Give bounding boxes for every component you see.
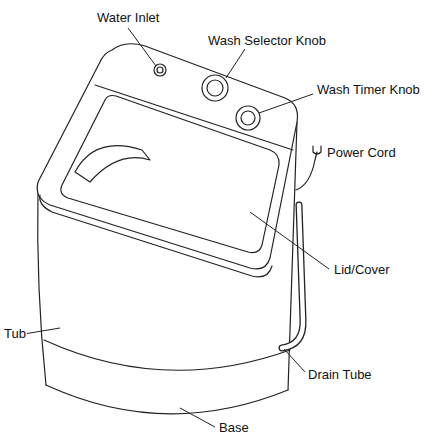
top-rim	[40, 195, 272, 277]
water-inlet-inner	[157, 67, 163, 73]
leader-line	[226, 49, 245, 78]
part-label: Lid/Cover	[333, 262, 391, 277]
timer-knob	[236, 106, 260, 130]
leader-line	[128, 28, 156, 66]
power-cord	[296, 152, 317, 190]
drain-tube-fill	[282, 205, 303, 348]
leader-line	[180, 408, 215, 427]
drain-tube-outline	[282, 205, 303, 348]
tub-left-edge	[38, 188, 46, 385]
base-bottom-edge	[46, 385, 288, 414]
part-label: Base	[218, 420, 250, 435]
part-label: Wash Timer Knob	[316, 82, 421, 97]
power-plug	[313, 146, 321, 154]
leader-line	[284, 349, 305, 372]
selector-knob-inner	[207, 80, 223, 96]
part-label: Tub	[3, 326, 27, 341]
control-panel-edge	[95, 85, 293, 150]
leader-line	[250, 212, 329, 269]
part-label: Water Inlet	[96, 10, 160, 25]
selector-knob	[202, 75, 228, 101]
timer-knob-inner	[241, 111, 255, 125]
lid-handle	[75, 146, 150, 182]
leader-line	[24, 328, 60, 334]
part-label: Drain Tube	[307, 367, 373, 382]
lid-outline	[61, 96, 279, 253]
top-face	[37, 44, 297, 269]
part-label: Wash Selector Knob	[207, 33, 327, 48]
base-top-edge	[44, 340, 290, 370]
leader-line	[259, 94, 313, 113]
part-label: Power Cord	[326, 145, 397, 160]
